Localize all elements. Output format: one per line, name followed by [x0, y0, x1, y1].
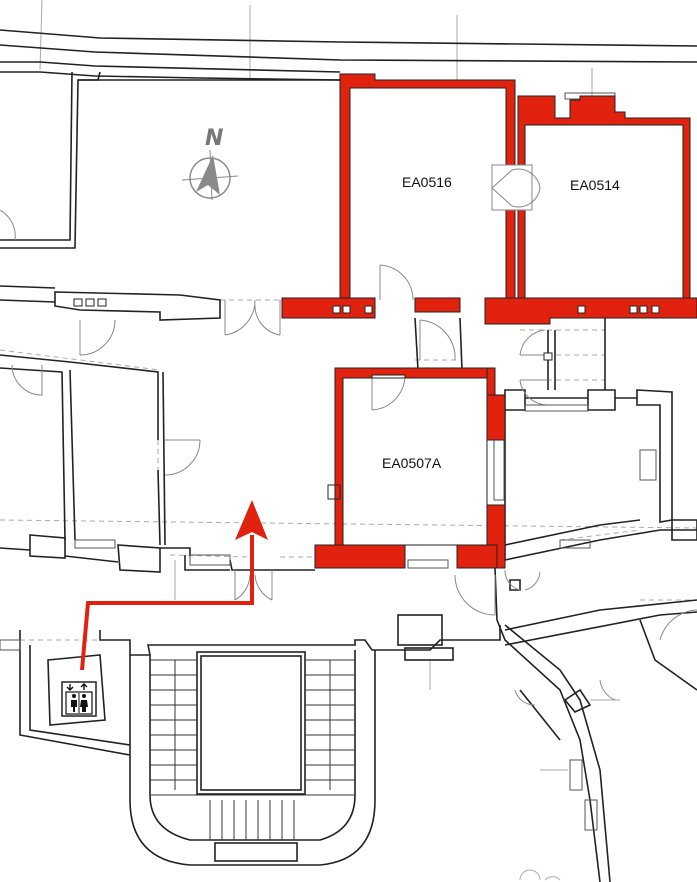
double-door: [491, 164, 541, 211]
room-inner-outlines: [327, 87, 684, 546]
corner-marks: [519, 869, 561, 881]
room-label-ea0514: EA0514: [570, 177, 620, 193]
room-label-ea0507a: EA0507A: [382, 455, 442, 471]
stair-treads: [150, 659, 355, 840]
highlighted-walls: [281, 73, 697, 569]
vent-markers: [73, 298, 660, 361]
room-label-ea0516: EA0516: [402, 174, 452, 190]
dashed-lines: [0, 299, 697, 641]
north-label: N: [205, 126, 223, 151]
elevator-icon: [61, 681, 97, 717]
route-arrow: [80, 500, 268, 671]
window-marks: [0, 92, 657, 831]
door-swings: [0, 209, 697, 706]
north-arrow: N: [181, 126, 239, 201]
grid-lines: [39, 0, 620, 771]
